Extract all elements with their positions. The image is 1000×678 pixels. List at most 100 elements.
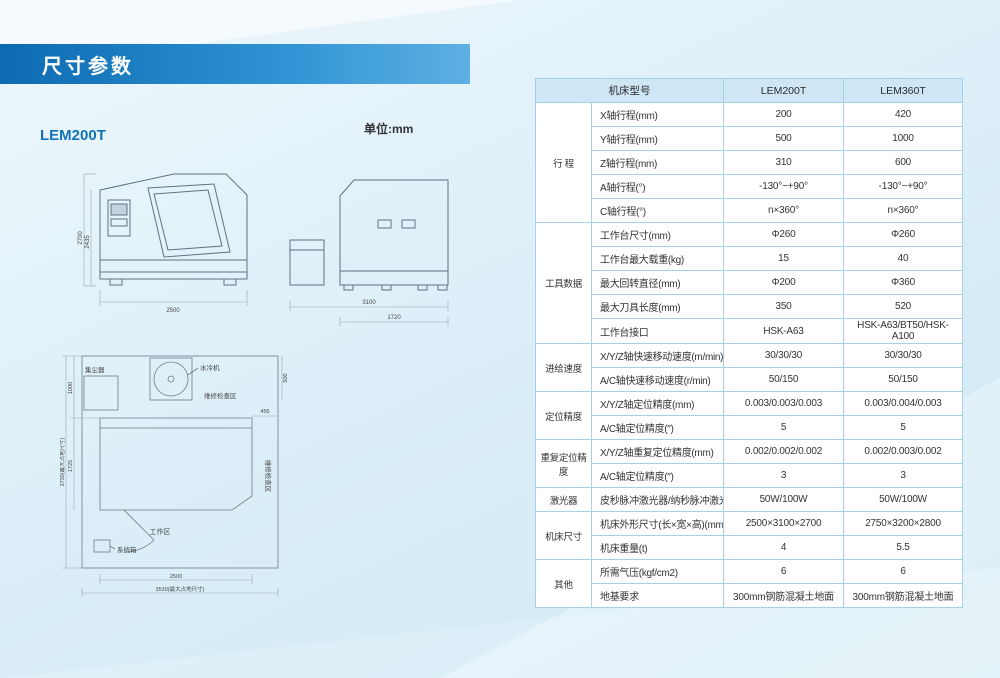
param-cell: X/Y/Z轴定位精度(mm) (591, 391, 724, 416)
category-cell: 行 程 (535, 102, 592, 223)
param-cell: A/C轴定位精度(″) (591, 415, 724, 440)
side-view-dim-3100: 3100 (362, 300, 376, 306)
value-cell-lem360t: 600 (843, 150, 963, 175)
floor-plan-dim-455: 455 (260, 409, 269, 415)
floor-plan-dim-1725: 1725 (68, 460, 74, 472)
floor-plan-label-system-box: 系统箱 (117, 545, 137, 554)
value-cell-lem200t: 300mm钢筋混凝土地面 (723, 583, 844, 608)
param-cell: X轴行程(mm) (591, 102, 724, 127)
param-cell: 工作台接口 (591, 318, 724, 344)
param-cell: 皮秒脉冲激光器/纳秒脉冲激光器 (591, 487, 724, 512)
value-cell-lem360t: 0.003/0.004/0.003 (843, 391, 963, 416)
category-cell: 其他 (535, 559, 592, 608)
value-cell-lem200t: 350 (723, 294, 844, 319)
value-cell-lem200t: 4 (723, 535, 844, 560)
value-cell-lem360t: 420 (843, 102, 963, 127)
param-cell: A/C轴快速移动速度(r/min) (591, 367, 724, 392)
category-cell: 进给速度 (535, 343, 592, 392)
param-cell: Z轴行程(mm) (591, 150, 724, 175)
side-view-dim-1720: 1720 (387, 315, 401, 321)
floor-plan-label-work-area: 工作区 (150, 527, 171, 536)
page-title: 尺寸参数 (42, 55, 134, 78)
value-cell-lem200t: -130°~+90° (723, 174, 844, 199)
value-cell-lem200t: 50W/100W (723, 487, 844, 512)
side-view-dimension-lines (289, 301, 449, 326)
floor-plan-dim-bottom-outer: 3530(最大占地尺寸) (156, 585, 205, 593)
floor-plan-dimension-lines (62, 355, 283, 597)
front-view-dim-2700: 2700 (78, 231, 84, 245)
value-cell-lem360t: 5.5 (843, 535, 963, 560)
value-cell-lem200t: 0.002/0.002/0.002 (723, 439, 844, 464)
value-cell-lem200t: 5 (723, 415, 844, 440)
side-view-machine-outline (289, 179, 449, 291)
front-view-machine-outline (99, 173, 248, 286)
value-cell-lem360t: Φ360 (843, 270, 963, 295)
param-cell: 工作台最大载重(kg) (591, 246, 724, 271)
value-cell-lem200t: 50/150 (723, 367, 844, 392)
floor-plan-dim-left-outer: 3730(最大占地尺寸) (60, 437, 66, 486)
spec-row: C轴行程(°)n×360°n×360° (536, 198, 963, 223)
floor-plan-label-maintenance-area: 维修检查区 (204, 391, 237, 400)
value-cell-lem200t: Φ260 (723, 222, 844, 247)
value-cell-lem360t: 30/30/30 (843, 343, 963, 368)
floor-plan-label-water-chiller: 水冷机 (200, 363, 220, 372)
value-cell-lem200t: 500 (723, 126, 844, 151)
value-cell-lem360t: 5 (843, 415, 963, 440)
param-cell: 工作台尺寸(mm) (591, 222, 724, 247)
param-cell: 地基要求 (591, 583, 724, 608)
floor-plan-dim-500: 500 (283, 373, 289, 382)
category-cell: 重复定位精度 (535, 439, 592, 488)
header-machine-model: 机床型号 (535, 78, 724, 103)
front-view-dim-2435: 2435 (85, 235, 91, 249)
value-cell-lem200t: 2500×3100×2700 (723, 511, 844, 536)
floor-plan-drawing: 集尘器 水冷机 维修检查区 工作区 系统箱 维修检查区 3730(最大占地尺寸)… (60, 355, 289, 597)
unit-label: 单位:mm (364, 122, 414, 136)
param-cell: X/Y/Z轴快速移动速度(m/min) (591, 343, 724, 368)
category-cell: 工具数据 (535, 222, 592, 344)
front-view-drawing: 2700 2435 2500 (78, 173, 248, 314)
floor-plan-dim-2500: 2500 (170, 574, 182, 580)
page-title-banner: 尺寸参数 (0, 44, 470, 84)
value-cell-lem360t: 3 (843, 463, 963, 488)
param-cell: C轴行程(°) (591, 198, 724, 223)
header-lem200t: LEM200T (723, 78, 844, 103)
side-view-drawing: 3100 1720 (289, 179, 449, 326)
value-cell-lem200t: 310 (723, 150, 844, 175)
category-cell: 机床尺寸 (535, 511, 592, 560)
front-view-dim-2500: 2500 (166, 308, 180, 314)
front-view-dimension-lines (83, 173, 248, 306)
value-cell-lem200t: 6 (723, 559, 844, 584)
value-cell-lem360t: 6 (843, 559, 963, 584)
floor-plan-label-right-area: 维修检查区 (264, 460, 273, 493)
value-cell-lem200t: 3 (723, 463, 844, 488)
value-cell-lem360t: -130°~+90° (843, 174, 963, 199)
value-cell-lem360t: n×360° (843, 198, 963, 223)
param-cell: 机床重量(t) (591, 535, 724, 560)
param-cell: Y轴行程(mm) (591, 126, 724, 151)
value-cell-lem360t: 300mm钢筋混凝土地面 (843, 583, 963, 608)
spec-table-header-row: 机床型号 LEM200T LEM360T (535, 78, 963, 103)
param-cell: 机床外形尺寸(长×宽×高)(mm) (591, 511, 724, 536)
param-cell: 所需气压(kgf/cm2) (591, 559, 724, 584)
floor-plan-outline (81, 355, 279, 569)
param-cell: X/Y/Z轴重复定位精度(mm) (591, 439, 724, 464)
value-cell-lem200t: 30/30/30 (723, 343, 844, 368)
value-cell-lem200t: Φ200 (723, 270, 844, 295)
value-cell-lem360t: 520 (843, 294, 963, 319)
